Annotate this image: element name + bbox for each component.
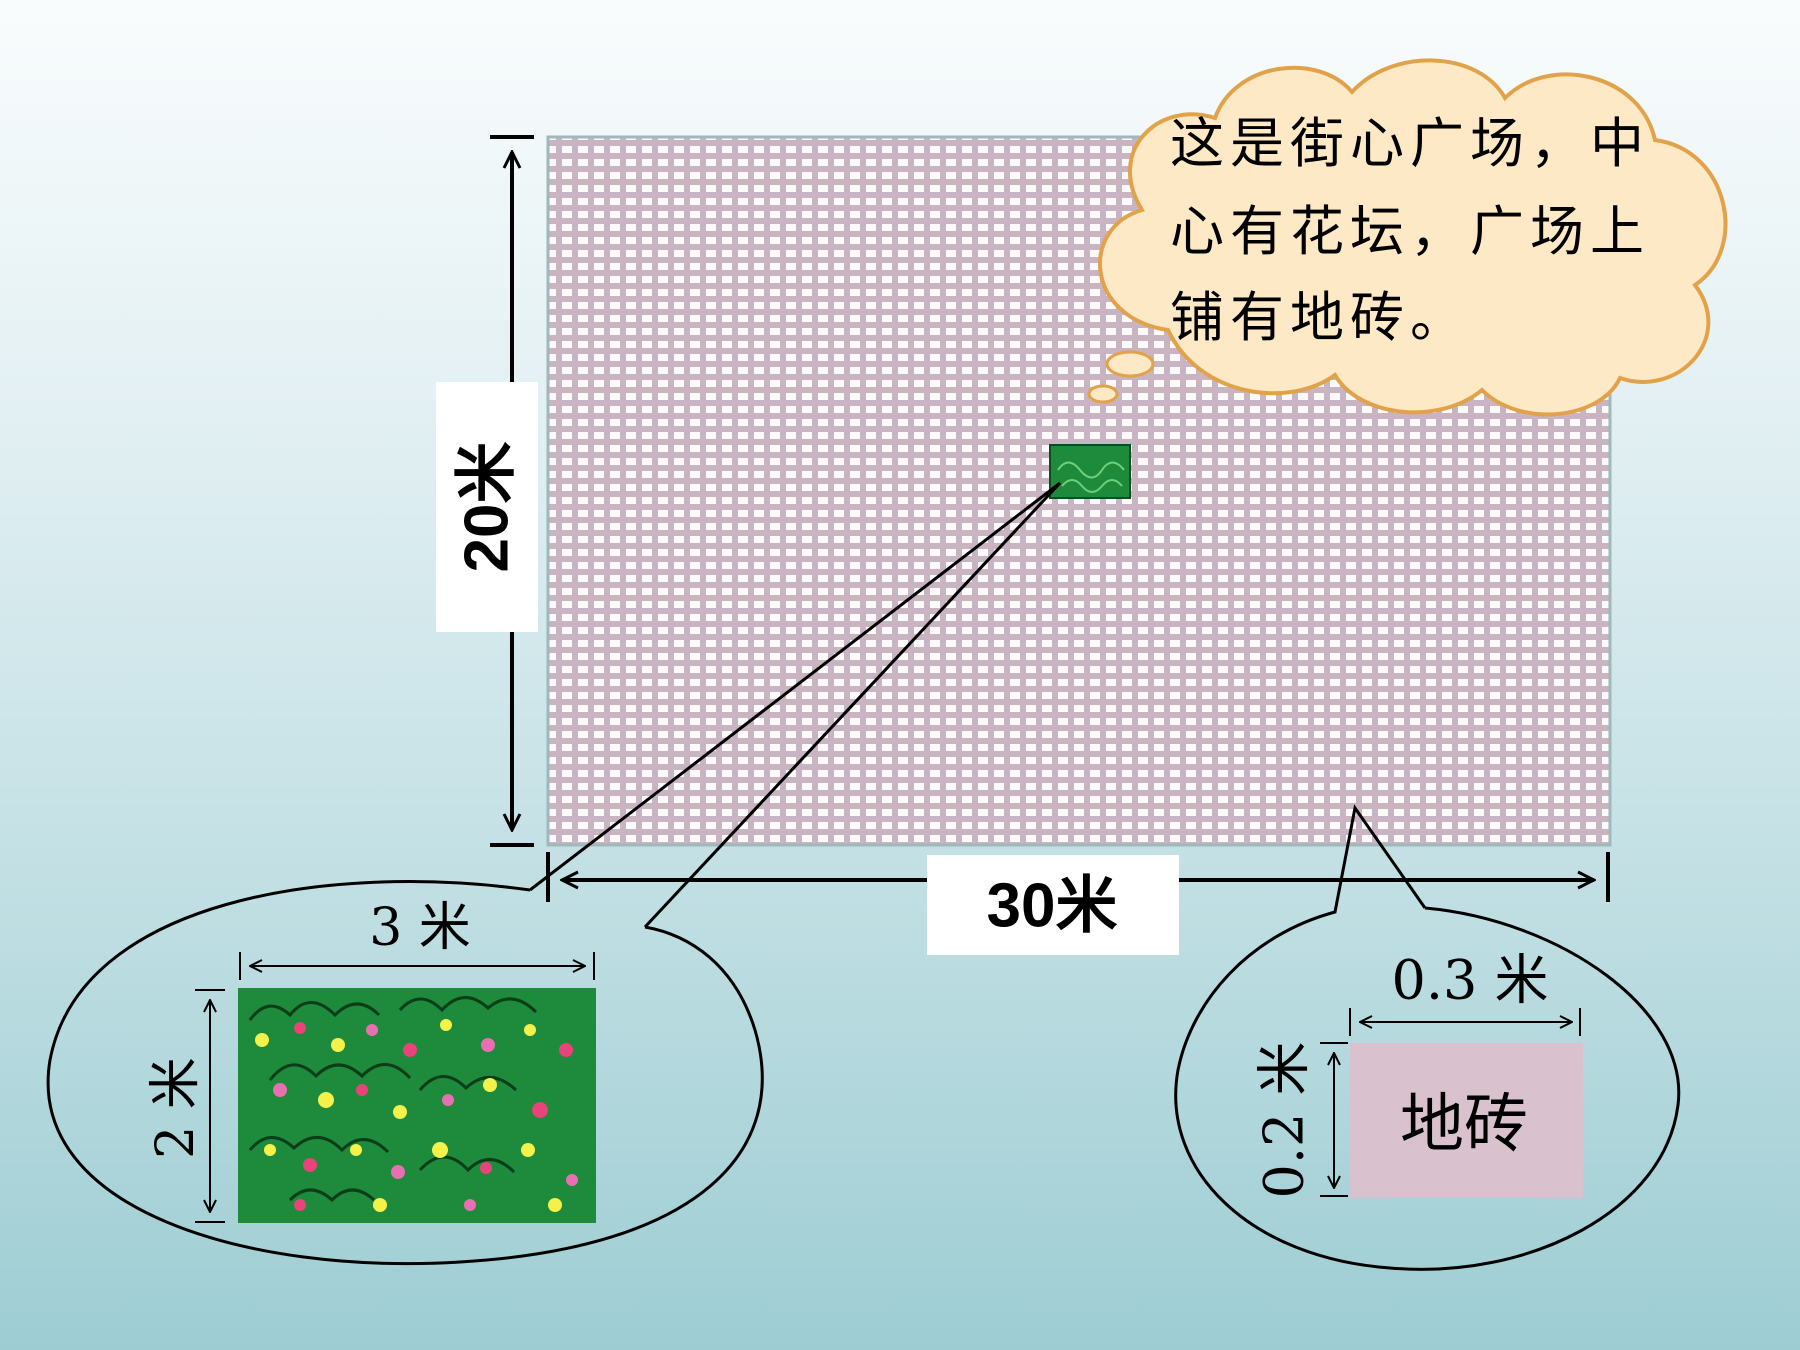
tile-width-label: 0.3 米 <box>1391 949 1548 1012</box>
flower-bed-callout-lines <box>529 481 1062 929</box>
tile-zoom: 地砖 0.3 米 0.2 米 <box>1174 804 1681 1271</box>
thought-line-2: 心有花坛，广场上 <box>1170 200 1650 263</box>
plaza-width-dimension: 30米 <box>546 852 1610 955</box>
thought-bubble: 这是街心广场，中 心有花坛，广场上 铺有地砖。 <box>1087 58 1728 417</box>
flower-bed-small <box>1049 444 1131 499</box>
tile-height-label: 0.2 米 <box>1253 1041 1316 1198</box>
plaza-height-label: 20米 <box>453 442 522 573</box>
tile-label: 地砖 <box>1400 1088 1528 1162</box>
tile-detail <box>1350 1043 1583 1198</box>
flower-bed-height-label: 2 米 <box>146 1057 206 1159</box>
thought-line-3: 铺有地砖。 <box>1170 286 1470 349</box>
flower-bed-zoom: 3 米 2 米 <box>46 880 764 1266</box>
flower-bed-flowers <box>255 1019 578 1212</box>
plaza-width-label: 30米 <box>987 872 1118 941</box>
flower-bed-width-label: 3 米 <box>369 898 471 958</box>
svg-text:这是街心广场，中 心有花坛，广场上: 这是街心广场，中 心有花坛，广场上 铺有地砖。 <box>1170 112 1673 349</box>
thought-line-1: 这是街心广场，中 <box>1170 112 1650 175</box>
flower-bed-shrubs <box>248 996 538 1203</box>
plaza-height-dimension: 20米 <box>436 135 538 847</box>
